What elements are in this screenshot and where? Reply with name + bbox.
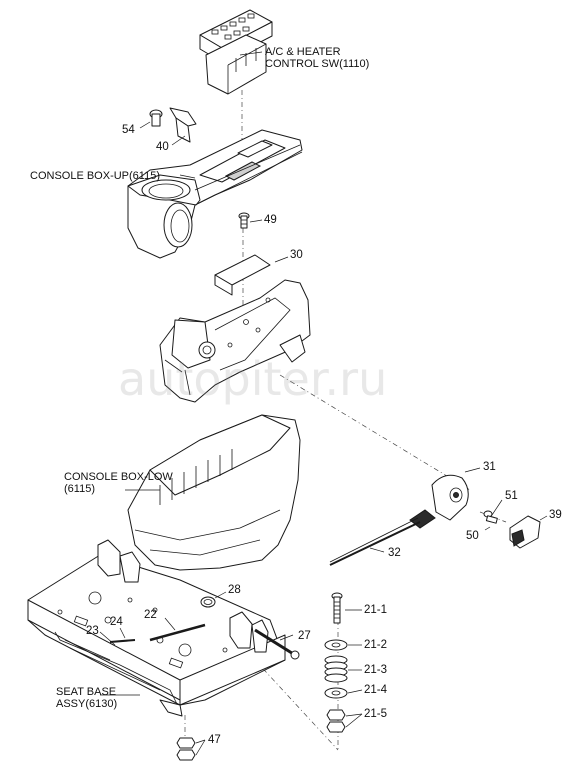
label-console-box-low-line2: (6115) xyxy=(64,483,95,495)
part-number-50: 50 xyxy=(466,530,479,542)
label-ac-heater-line1: A/C & HEATER xyxy=(265,46,341,58)
part-number-21-4: 21-4 xyxy=(364,684,388,696)
part-number-54: 54 xyxy=(122,124,135,136)
part-number-27: 27 xyxy=(298,630,311,642)
part-number-24: 24 xyxy=(110,616,123,628)
part-number-30: 30 xyxy=(290,249,303,261)
part-number-21-3: 21-3 xyxy=(364,664,388,676)
label-ac-heater-line2: CONTROL SW(1110) xyxy=(265,58,370,70)
part-number-31: 31 xyxy=(483,461,496,473)
console-frame-30 xyxy=(159,254,311,403)
part-number-21-2: 21-2 xyxy=(364,639,388,651)
part-number-28: 28 xyxy=(228,584,241,596)
part-number-21-1: 21-1 xyxy=(364,604,388,616)
label-seat-base-line2: ASSY(6130) xyxy=(56,698,118,710)
watermark-text: autopiter.ru xyxy=(118,352,388,406)
nut-47 xyxy=(176,737,196,761)
part-number-23: 23 xyxy=(86,625,99,637)
leader-lines xyxy=(99,51,548,756)
bolt-stack-21 xyxy=(324,592,348,733)
ac-heater-control-switch xyxy=(199,9,273,95)
console-box-lower xyxy=(127,414,301,571)
console-box-upper xyxy=(127,129,303,259)
seat-base-assembly xyxy=(27,539,300,717)
bolt-54-and-knob-40 xyxy=(139,107,197,146)
bolt-49 xyxy=(238,212,250,229)
part-number-49: 49 xyxy=(264,214,277,226)
label-console-box-up: CONSOLE BOX-UP(6115) xyxy=(30,170,161,182)
label-console-box-low-line1: CONSOLE BOX-LOW xyxy=(64,471,173,483)
part-number-32: 32 xyxy=(388,547,401,559)
part-number-21-5: 21-5 xyxy=(364,708,388,720)
lever-rod-assembly xyxy=(329,474,541,566)
part-number-47: 47 xyxy=(208,734,221,746)
part-number-22: 22 xyxy=(144,609,157,621)
part-number-51: 51 xyxy=(505,490,518,502)
part-number-40: 40 xyxy=(156,141,169,153)
label-seat-base-line1: SEAT BASE xyxy=(56,686,117,698)
part-number-39: 39 xyxy=(549,509,562,521)
